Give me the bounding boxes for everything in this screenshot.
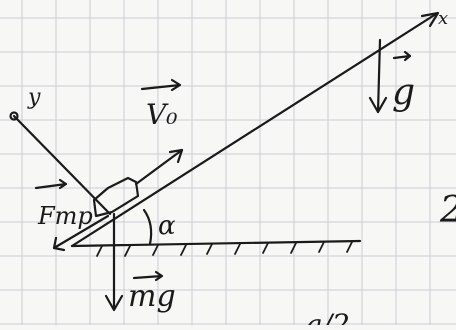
velocity-label-arrow: [140, 78, 182, 92]
weight-label: mg: [128, 279, 176, 314]
velocity-vector: [134, 148, 184, 186]
y-axis-origin-mark: [9, 111, 19, 121]
ground-line: [70, 239, 362, 248]
gravity-label-arrow: [392, 50, 412, 62]
margin-digit: 2: [439, 190, 456, 231]
velocity-label: V₀: [146, 98, 177, 131]
incline-x-axis: [70, 12, 438, 248]
gravity-vector: [376, 38, 382, 114]
friction-label-arrow: [34, 178, 68, 190]
friction-label: Fтр: [37, 202, 93, 230]
angle-arc: [142, 208, 153, 246]
friction-arrowhead: [52, 236, 66, 252]
bottom-note-fragment: a/2: [306, 308, 350, 325]
ground-hatching: [96, 241, 353, 257]
friction-vector: [52, 214, 110, 250]
x-axis-label: x: [438, 8, 448, 29]
y-axis-label: y: [27, 85, 41, 110]
x-axis-arrowhead: [420, 11, 440, 28]
gravity-label: g: [392, 72, 415, 113]
weight-label-arrow: [132, 270, 164, 282]
angle-label: α: [158, 211, 176, 241]
gravity-arrowhead: [368, 96, 388, 114]
y-axis: [12, 114, 112, 216]
sliding-block: [92, 176, 140, 218]
weight-arrowhead: [104, 294, 124, 312]
velocity-arrowhead: [168, 148, 184, 164]
